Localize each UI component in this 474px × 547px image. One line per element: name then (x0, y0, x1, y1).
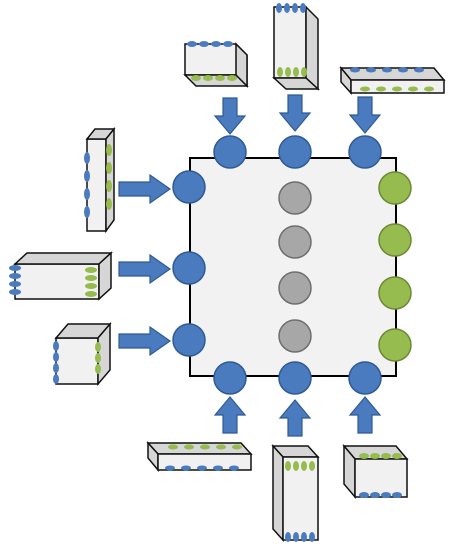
arrow-down-icon (213, 97, 247, 135)
arrow-down-icon (278, 94, 312, 132)
port-top-3 (348, 135, 382, 169)
arrow-right-icon (118, 253, 172, 285)
port-right-1 (378, 171, 412, 205)
block-bottom-1 (146, 441, 253, 473)
port-right-2 (378, 223, 412, 257)
internal-node (278, 225, 312, 259)
internal-node (278, 319, 312, 353)
block-top-1 (183, 41, 249, 88)
block-left-1 (84, 126, 116, 234)
port-bottom-1 (213, 361, 247, 395)
block-left-2 (9, 251, 113, 301)
block-bottom-3 (342, 443, 409, 500)
arrow-up-icon (348, 396, 382, 434)
internal-node (278, 181, 312, 215)
internal-node (278, 271, 312, 305)
attached-blocks (9, 3, 446, 542)
top-ports (213, 135, 382, 169)
port-top-2 (278, 135, 312, 169)
left-ports (172, 170, 206, 357)
right-ports (378, 171, 412, 362)
block-bottom-2 (271, 444, 320, 542)
arrows (118, 94, 382, 437)
port-left-3 (172, 323, 206, 357)
arrow-right-icon (118, 325, 172, 357)
port-left-1 (172, 170, 206, 204)
arrow-up-icon (213, 396, 247, 434)
block-top-3 (339, 65, 446, 95)
port-right-4 (378, 328, 412, 362)
port-bottom-3 (348, 361, 382, 395)
arrow-right-icon (118, 173, 172, 205)
block-left-3 (53, 321, 112, 387)
port-bottom-2 (278, 361, 312, 395)
port-right-3 (378, 276, 412, 310)
arrow-down-icon (348, 96, 382, 134)
port-left-2 (172, 251, 206, 285)
port-top-1 (213, 135, 247, 169)
internal-nodes (278, 181, 312, 353)
bottom-ports (213, 361, 382, 395)
block-top-2 (272, 3, 320, 91)
arrow-up-icon (278, 399, 312, 437)
